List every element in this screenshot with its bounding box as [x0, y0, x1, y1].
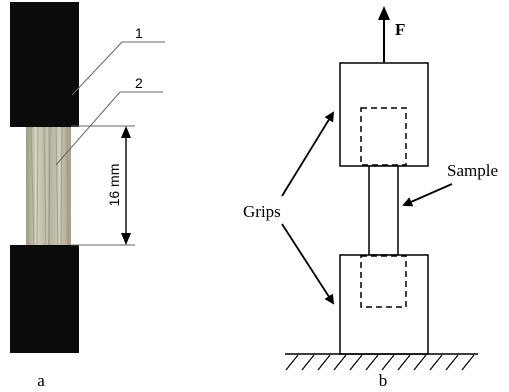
callout-1-text: 1 — [135, 25, 143, 41]
top-grip-insert — [360, 107, 407, 166]
caption-b: b — [379, 371, 388, 390]
force-label: F — [395, 20, 405, 39]
ground — [285, 353, 478, 371]
sample — [368, 165, 399, 256]
top-black-grip — [10, 2, 79, 127]
callout-1: 1 — [71, 25, 165, 96]
grips-callout: Grips — [243, 111, 335, 305]
grips-label: Grips — [243, 202, 281, 221]
bottom-grip-insert — [360, 255, 407, 308]
bottom-grip — [339, 254, 429, 355]
force-arrow: F — [378, 6, 405, 63]
dimension-16mm: 16 mm — [71, 125, 135, 246]
sample-callout: Sample — [402, 161, 498, 207]
sample-label: Sample — [447, 161, 498, 180]
bottom-black-grip — [10, 245, 79, 353]
wood-sample — [26, 125, 71, 247]
panel-a: 1 2 16 mm a — [10, 2, 165, 390]
panel-b: F Grips Sample b — [243, 6, 498, 390]
callout-2: 2 — [55, 75, 163, 166]
dimension-label: 16 mm — [106, 164, 122, 207]
top-grip — [339, 62, 429, 167]
caption-a: a — [37, 371, 45, 390]
callout-2-text: 2 — [135, 75, 143, 91]
